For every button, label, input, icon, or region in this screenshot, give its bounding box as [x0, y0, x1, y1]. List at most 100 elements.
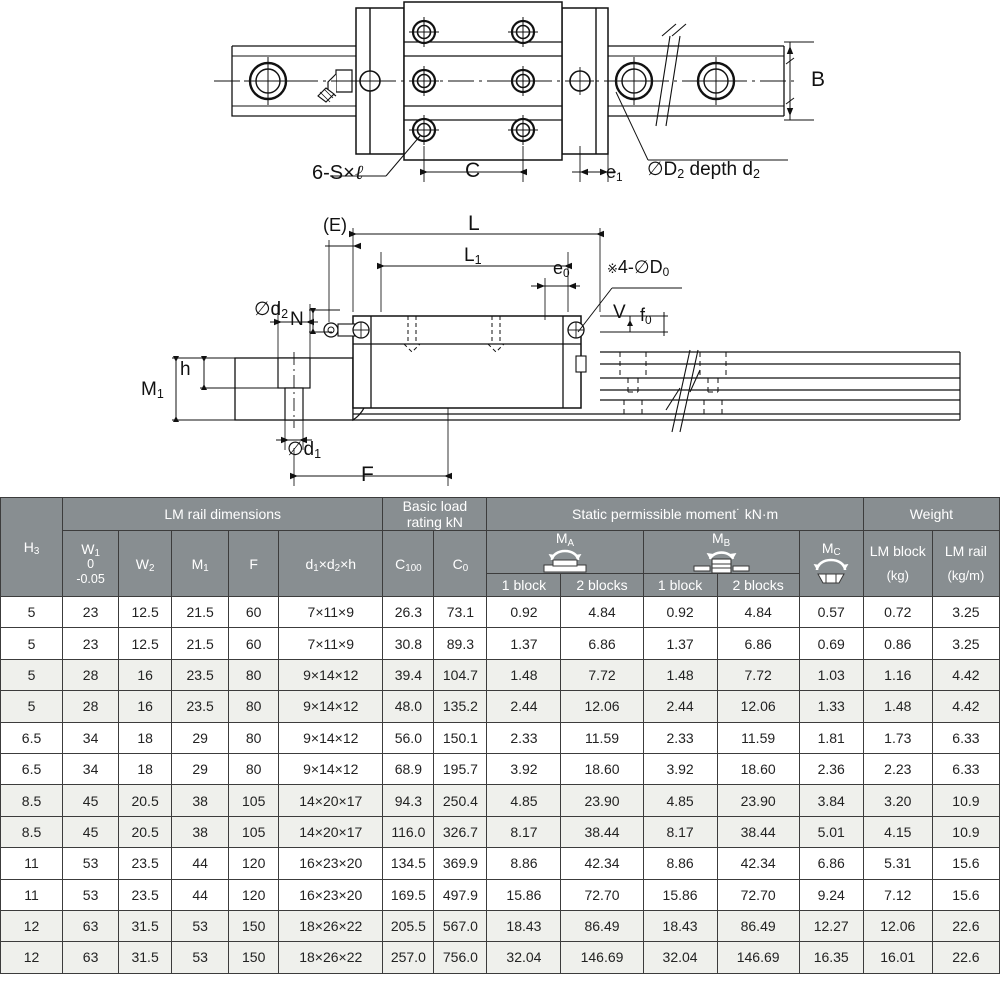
cell-d1d2h: 16×23×20 — [278, 878, 384, 911]
cell-mc: 1.33 — [798, 690, 864, 723]
cell-c100: 26.3 — [382, 595, 435, 629]
side-view — [172, 228, 961, 486]
cell-mc: 3.84 — [798, 784, 864, 817]
cell-ma_2blocks: 72.70 — [560, 878, 644, 911]
l-dimension-label: L — [468, 212, 480, 235]
d2-dimension-label: ∅d2 — [254, 299, 289, 321]
cell-w1: 28 — [62, 658, 120, 692]
cell-m1: 44 — [171, 878, 230, 911]
cell-mb_1block: 15.86 — [642, 878, 718, 911]
cell-ma_1block: 0.92 — [486, 595, 562, 629]
cell-weight_rail: 22.6 — [931, 909, 1000, 943]
header-weight-lm-rail: LM rail (kg/m) — [931, 530, 1000, 597]
cell-mb_2blocks: 12.06 — [716, 690, 800, 723]
header-weight-lm-block: LM block (kg) — [862, 530, 933, 597]
header-weight-rail-unit: (kg/m) — [947, 568, 985, 584]
cell-m1: 38 — [171, 815, 230, 849]
cell-w1: 34 — [62, 752, 120, 786]
cell-c100: 134.5 — [382, 847, 435, 880]
cell-weight_rail: 4.42 — [931, 690, 1000, 723]
cell-mb_2blocks: 42.34 — [716, 847, 800, 880]
cell-w1: 28 — [62, 690, 120, 723]
n-dimension-label: N — [290, 309, 304, 330]
cell-ma_2blocks: 38.44 — [560, 815, 644, 849]
cell-mb_2blocks: 23.90 — [716, 784, 800, 817]
header-weight-rail-label: LM rail — [944, 542, 987, 559]
cell-w2: 31.5 — [118, 941, 173, 974]
cell-ma_2blocks: 23.90 — [560, 784, 644, 817]
cell-d1d2h: 9×14×12 — [278, 690, 384, 723]
cell-w1: 63 — [62, 909, 120, 943]
cell-weight_block: 2.23 — [862, 752, 933, 786]
cell-c100: 56.0 — [382, 721, 435, 754]
header-h3: H3 — [0, 497, 64, 597]
cell-mb_1block: 1.48 — [642, 658, 718, 692]
cell-weight_rail: 15.6 — [931, 847, 1000, 880]
cell-f: 80 — [228, 752, 280, 786]
cell-w2: 16 — [118, 658, 173, 692]
header-mb-label: MB — [712, 530, 731, 549]
cell-mc: 0.57 — [798, 595, 864, 629]
cell-d1d2h: 7×11×9 — [278, 627, 384, 660]
cell-mb_2blocks: 4.84 — [716, 595, 800, 629]
cell-m1: 23.5 — [171, 658, 230, 692]
cell-w2: 20.5 — [118, 784, 173, 817]
cell-m1: 29 — [171, 752, 230, 786]
header-c100: C100 — [382, 530, 435, 597]
cell-f: 80 — [228, 721, 280, 754]
header-w2: W2 — [118, 530, 173, 597]
cell-f: 120 — [228, 847, 280, 880]
cell-ma_1block: 1.48 — [486, 658, 562, 692]
cell-ma_2blocks: 11.59 — [560, 721, 644, 754]
cell-d1d2h: 16×23×20 — [278, 847, 384, 880]
header-w1-label: W1 — [81, 540, 100, 560]
cell-f: 80 — [228, 658, 280, 692]
cell-weight_rail: 15.6 — [931, 878, 1000, 911]
cell-d1d2h: 7×11×9 — [278, 595, 384, 629]
cell-h3: 6.5 — [0, 721, 64, 754]
cell-c0: 150.1 — [433, 721, 488, 754]
cell-w1: 45 — [62, 815, 120, 849]
cell-d1d2h: 9×14×12 — [278, 752, 384, 786]
cell-weight_block: 7.12 — [862, 878, 933, 911]
header-ma-label: MA — [555, 530, 575, 549]
header-basic-load-rating: Basic load rating kN — [382, 497, 488, 531]
cell-ma_1block: 15.86 — [486, 878, 562, 911]
cell-mb_1block: 0.92 — [642, 595, 718, 629]
cell-c0: 497.9 — [433, 878, 488, 911]
l1-dimension-label: L1 — [464, 245, 482, 267]
header-f: F — [228, 530, 280, 597]
cell-weight_rail: 6.33 — [931, 721, 1000, 754]
cell-w1: 23 — [62, 627, 120, 660]
cell-h3: 12 — [0, 941, 64, 974]
cell-weight_rail: 22.6 — [931, 941, 1000, 974]
cell-c100: 48.0 — [382, 690, 435, 723]
cell-mb_1block: 2.44 — [642, 690, 718, 723]
cell-c100: 116.0 — [382, 815, 435, 849]
header-h3-label: H3 — [23, 538, 40, 558]
cell-h3: 11 — [0, 878, 64, 911]
header-mb-1block: 1 block — [642, 573, 718, 597]
cell-d1d2h: 18×26×22 — [278, 941, 384, 974]
cell-weight_block: 12.06 — [862, 909, 933, 943]
moment-mb-icon — [693, 551, 750, 573]
cell-weight_rail: 10.9 — [931, 784, 1000, 817]
cell-f: 150 — [228, 941, 280, 974]
cell-m1: 38 — [171, 784, 230, 817]
cell-m1: 21.5 — [171, 627, 230, 660]
cell-c0: 326.7 — [433, 815, 488, 849]
cell-c0: 250.4 — [433, 784, 488, 817]
header-c0: C0 — [433, 530, 488, 597]
c-dimension-label: C — [465, 159, 481, 182]
cell-weight_block: 1.48 — [862, 690, 933, 723]
header-subcolumn-row: 1 block 2 blocks 1 block 2 blocks — [1, 573, 1000, 597]
cell-w2: 31.5 — [118, 909, 173, 943]
cell-c0: 369.9 — [433, 847, 488, 880]
